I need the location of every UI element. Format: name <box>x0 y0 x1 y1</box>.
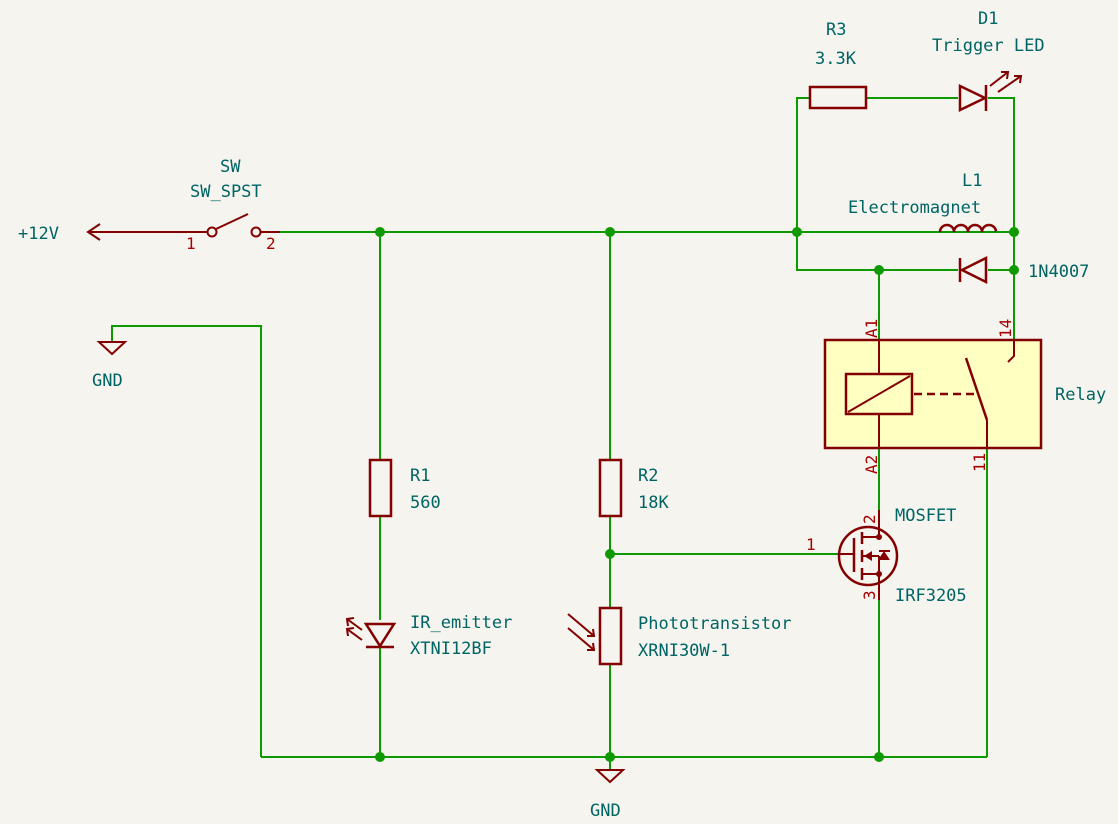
trigger-led-d1: D1 Trigger LED <box>932 9 1045 112</box>
wire-r3-feed <box>796 97 810 232</box>
l1-ref: L1 <box>962 171 982 191</box>
relay-pin-a2: A2 <box>862 455 881 474</box>
inductor-l1: L1 Electromagnet <box>797 171 1014 233</box>
mosfet-value: IRF3205 <box>895 586 967 606</box>
wire-gnd-return <box>111 325 262 757</box>
mosfet-pin3: 3 <box>860 590 879 600</box>
switch-pin1: 1 <box>186 234 196 253</box>
junction <box>1009 265 1019 275</box>
relay: Relay A1 A2 14 11 <box>823 319 1106 474</box>
ground-label-top: GND <box>92 371 123 391</box>
ir-emitter-led: IR_emitter XTNI12BF <box>345 613 512 659</box>
resistor-r3: R3 3.3K <box>808 20 868 110</box>
r3-value: 3.3K <box>815 49 857 69</box>
ground-symbol-bottom: GND <box>590 769 626 821</box>
switch-value: SW_SPST <box>190 182 262 202</box>
mosfet-irf3205: MOSFET IRF3205 1 2 3 <box>806 506 967 606</box>
power-12v-symbol: +12V <box>18 223 166 244</box>
mosfet-pin2: 2 <box>860 514 879 524</box>
phototransistor-ref: Phototransistor <box>638 614 792 634</box>
ground-label-bottom: GND <box>590 801 621 821</box>
resistor-r2: R2 18K <box>598 458 669 518</box>
diode-value: 1N4007 <box>1028 262 1089 282</box>
ir-emitter-ref: IR_emitter <box>410 613 512 633</box>
mosfet-ref: MOSFET <box>895 506 956 526</box>
phototransistor: Phototransistor XRNI30W-1 <box>567 606 792 666</box>
l1-value: Electromagnet <box>848 198 981 218</box>
junction <box>375 752 385 762</box>
ir-emitter-value: XTNI12BF <box>410 639 492 659</box>
junctions <box>375 227 1019 762</box>
ground-symbol-top: GND <box>92 341 128 391</box>
resistor-r1: R1 560 <box>368 458 441 518</box>
relay-ref: Relay <box>1055 385 1106 405</box>
r2-value: 18K <box>638 493 669 513</box>
flyback-diode-1n4007: 1N4007 <box>958 255 1089 285</box>
r2-ref: R2 <box>638 466 658 486</box>
relay-pin-a1: A1 <box>862 319 881 338</box>
r1-ref: R1 <box>410 466 430 486</box>
wire-led-coil <box>988 97 1015 232</box>
switch-pin2: 2 <box>266 234 276 253</box>
junction <box>605 752 615 762</box>
switch-ref: SW <box>220 157 241 177</box>
d1-value: Trigger LED <box>932 36 1045 56</box>
d1-ref: D1 <box>978 9 998 29</box>
r1-value: 560 <box>410 493 441 513</box>
r3-ref: R3 <box>826 20 846 40</box>
junction <box>605 549 615 559</box>
junction <box>874 752 884 762</box>
junction <box>375 227 385 237</box>
junction <box>874 265 884 275</box>
wire-diode-left <box>796 232 958 271</box>
power-label: +12V <box>18 224 59 244</box>
mosfet-pin1: 1 <box>806 535 816 554</box>
relay-pin-14: 14 <box>996 319 1015 338</box>
switch-sw-spst: SW SW_SPST 1 2 <box>166 157 280 253</box>
phototransistor-value: XRNI30W-1 <box>638 641 730 661</box>
relay-pin-11: 11 <box>970 453 989 472</box>
junction <box>605 227 615 237</box>
